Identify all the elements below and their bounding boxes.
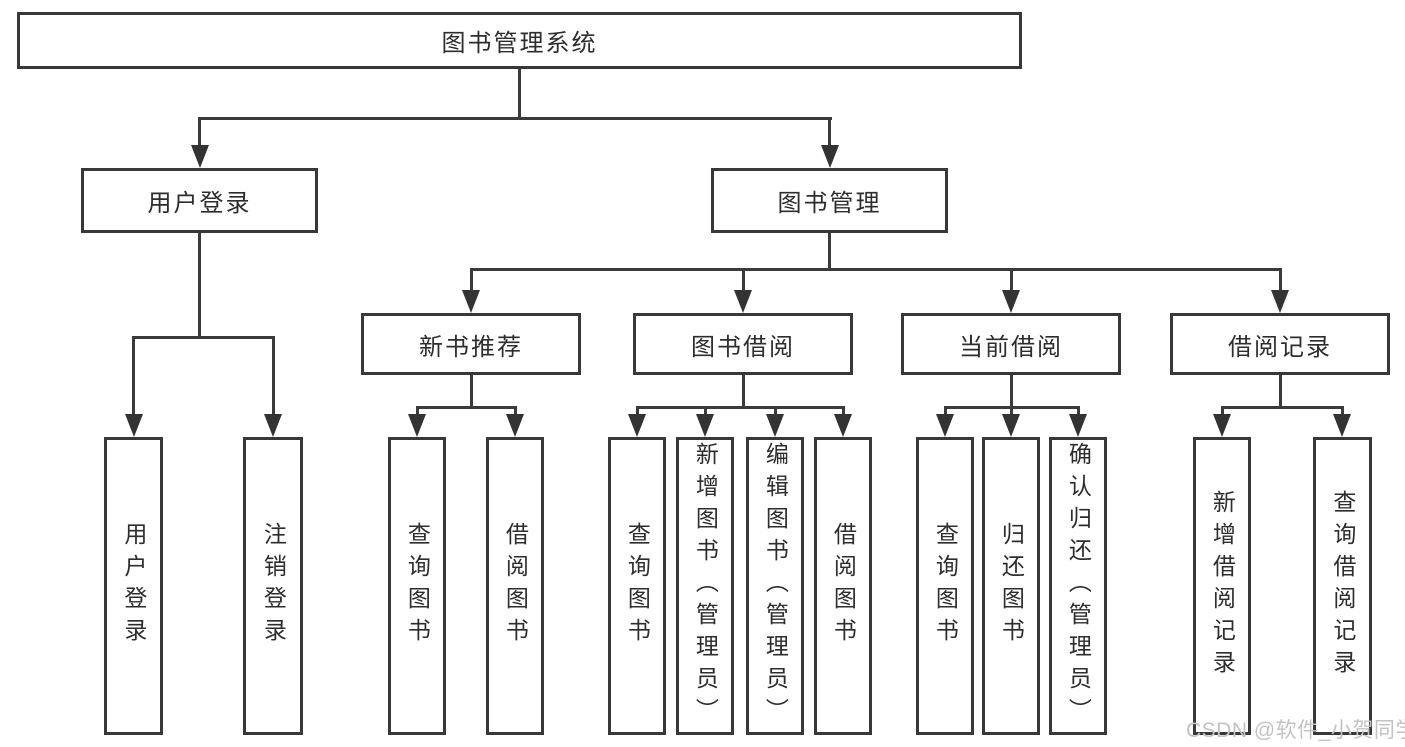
connector-to-leaf-query-books-3: [943, 406, 947, 418]
arrow-down-leaf-borrow-books-1: [506, 414, 524, 437]
connector-to-borrowing-records: [1278, 268, 1282, 293]
connector-book-management-branch: [469, 268, 1282, 271]
node-user-login-label: 用户登录: [147, 190, 252, 217]
leaf-add-borrow-record: 新增借阅记录: [1193, 437, 1251, 735]
leaf-query-books-2-label: 查询图书: [624, 522, 651, 650]
connector-root-branch: [198, 117, 832, 120]
node-root: 图书管理系统: [17, 12, 1022, 69]
connector-borrowing-records-branch: [1220, 406, 1344, 409]
leaf-add-borrow-record-label: 新增借阅记录: [1209, 490, 1236, 682]
arrow-down-leaf-return-books: [1002, 414, 1020, 437]
connector-new-book-rec-branch: [415, 406, 517, 409]
connector-to-current-borrowing: [1009, 268, 1013, 293]
connector-current-borrowing-stem: [1009, 375, 1013, 408]
node-new-book-recommendation-label: 新书推荐: [419, 333, 523, 361]
arrow-down-book-management: [820, 145, 839, 168]
arrow-down-leaf-user-login: [124, 414, 143, 437]
leaf-confirm-return-admin-label: 确认归还（管理员）: [1065, 442, 1092, 730]
arrow-down-leaf-add-borrow-record: [1213, 414, 1231, 437]
arrow-down-leaf-add-books-admin: [696, 414, 714, 437]
connector-to-leaf-user-login: [132, 336, 135, 418]
node-root-label: 图书管理系统: [441, 30, 598, 57]
arrow-down-leaf-borrow-books-2: [834, 414, 852, 437]
connector-to-new-book-recommendation: [469, 268, 473, 293]
connector-book-borrowing-branch: [635, 406, 845, 409]
arrow-down-borrowing-records: [1271, 290, 1289, 313]
leaf-borrow-books-1-label: 借阅图书: [502, 522, 529, 650]
node-book-borrowing-label: 图书借阅: [691, 333, 795, 361]
leaf-borrow-books-2: 借阅图书: [814, 437, 872, 735]
connector-to-leaf-query-books-2: [635, 406, 639, 418]
connector-to-leaf-add-books-admin: [703, 406, 707, 418]
arrow-down-new-book-recommendation: [462, 290, 480, 313]
leaf-user-login-label: 用户登录: [120, 522, 147, 650]
connector-to-leaf-borrow-books-1: [513, 406, 517, 418]
leaf-query-books-1-label: 查询图书: [404, 522, 431, 650]
arrow-down-leaf-confirm-return-admin: [1069, 414, 1087, 437]
leaf-return-books: 归还图书: [982, 437, 1040, 735]
node-book-management-label: 图书管理: [777, 190, 882, 217]
leaf-edit-books-admin-label: 编辑图书（管理员）: [762, 442, 789, 730]
arrow-down-book-borrowing: [734, 290, 752, 313]
arrow-down-leaf-query-books-3: [936, 414, 954, 437]
connector-to-leaf-query-books-1: [415, 406, 419, 418]
connector-to-leaf-logout: [271, 336, 275, 418]
arrow-down-current-borrowing: [1002, 290, 1020, 313]
leaf-logout-login-label: 注销登录: [260, 522, 287, 650]
connector-user-login-stem: [198, 233, 201, 338]
node-current-borrowing: 当前借阅: [901, 313, 1121, 375]
node-new-book-recommendation: 新书推荐: [361, 313, 581, 375]
connector-to-leaf-query-borrow-record: [1340, 406, 1344, 418]
connector-to-book-borrowing: [741, 268, 745, 293]
leaf-logout-login: 注销登录: [243, 437, 303, 735]
arrow-down-user-login: [190, 145, 209, 168]
node-book-management: 图书管理: [711, 168, 948, 233]
connector-to-leaf-return-books: [1009, 406, 1013, 418]
arrow-down-leaf-query-books-1: [408, 414, 426, 437]
connector-to-book-management: [828, 117, 831, 150]
node-book-borrowing: 图书借阅: [633, 313, 853, 375]
arrow-down-leaf-query-borrow-record: [1333, 414, 1351, 437]
connector-user-login-branch: [132, 336, 275, 339]
node-user-login: 用户登录: [81, 168, 318, 233]
node-borrowing-records: 借阅记录: [1170, 313, 1390, 375]
connector-to-leaf-add-borrow-record: [1220, 406, 1224, 418]
connector-to-leaf-edit-books-admin: [773, 406, 777, 418]
connector-new-book-rec-stem: [469, 375, 473, 408]
leaf-borrow-books-1: 借阅图书: [486, 437, 544, 735]
leaf-query-borrow-record: 查询借阅记录: [1313, 437, 1372, 735]
connector-to-leaf-confirm-return-admin: [1076, 406, 1080, 418]
leaf-add-books-admin: 新增图书（管理员）: [676, 437, 734, 735]
leaf-user-login: 用户登录: [104, 437, 163, 735]
connector-to-leaf-borrow-books-2: [841, 406, 845, 418]
connector-book-borrowing-stem: [741, 375, 745, 408]
connector-book-management-stem: [828, 233, 831, 270]
arrow-down-leaf-query-books-2: [628, 414, 646, 437]
leaf-confirm-return-admin: 确认归还（管理员）: [1049, 437, 1107, 735]
leaf-add-books-admin-label: 新增图书（管理员）: [692, 442, 719, 730]
connector-borrowing-records-stem: [1278, 375, 1282, 408]
arrow-down-leaf-logout: [264, 414, 282, 437]
leaf-return-books-label: 归还图书: [998, 522, 1025, 650]
arrow-down-leaf-edit-books-admin: [766, 414, 784, 437]
node-current-borrowing-label: 当前借阅: [959, 333, 1063, 361]
node-borrowing-records-label: 借阅记录: [1228, 333, 1332, 361]
leaf-query-borrow-record-label: 查询借阅记录: [1329, 490, 1356, 682]
connector-root-stem: [518, 69, 521, 117]
leaf-query-books-2: 查询图书: [608, 437, 666, 735]
leaf-borrow-books-2-label: 借阅图书: [830, 522, 857, 650]
leaf-edit-books-admin: 编辑图书（管理员）: [746, 437, 804, 735]
leaf-query-books-3: 查询图书: [916, 437, 974, 735]
leaf-query-books-3-label: 查询图书: [932, 522, 959, 650]
csdn-watermark: CSDN @软件_小贺同学: [1186, 719, 1405, 742]
connector-to-user-login: [198, 117, 201, 150]
leaf-query-books-1: 查询图书: [388, 437, 446, 735]
